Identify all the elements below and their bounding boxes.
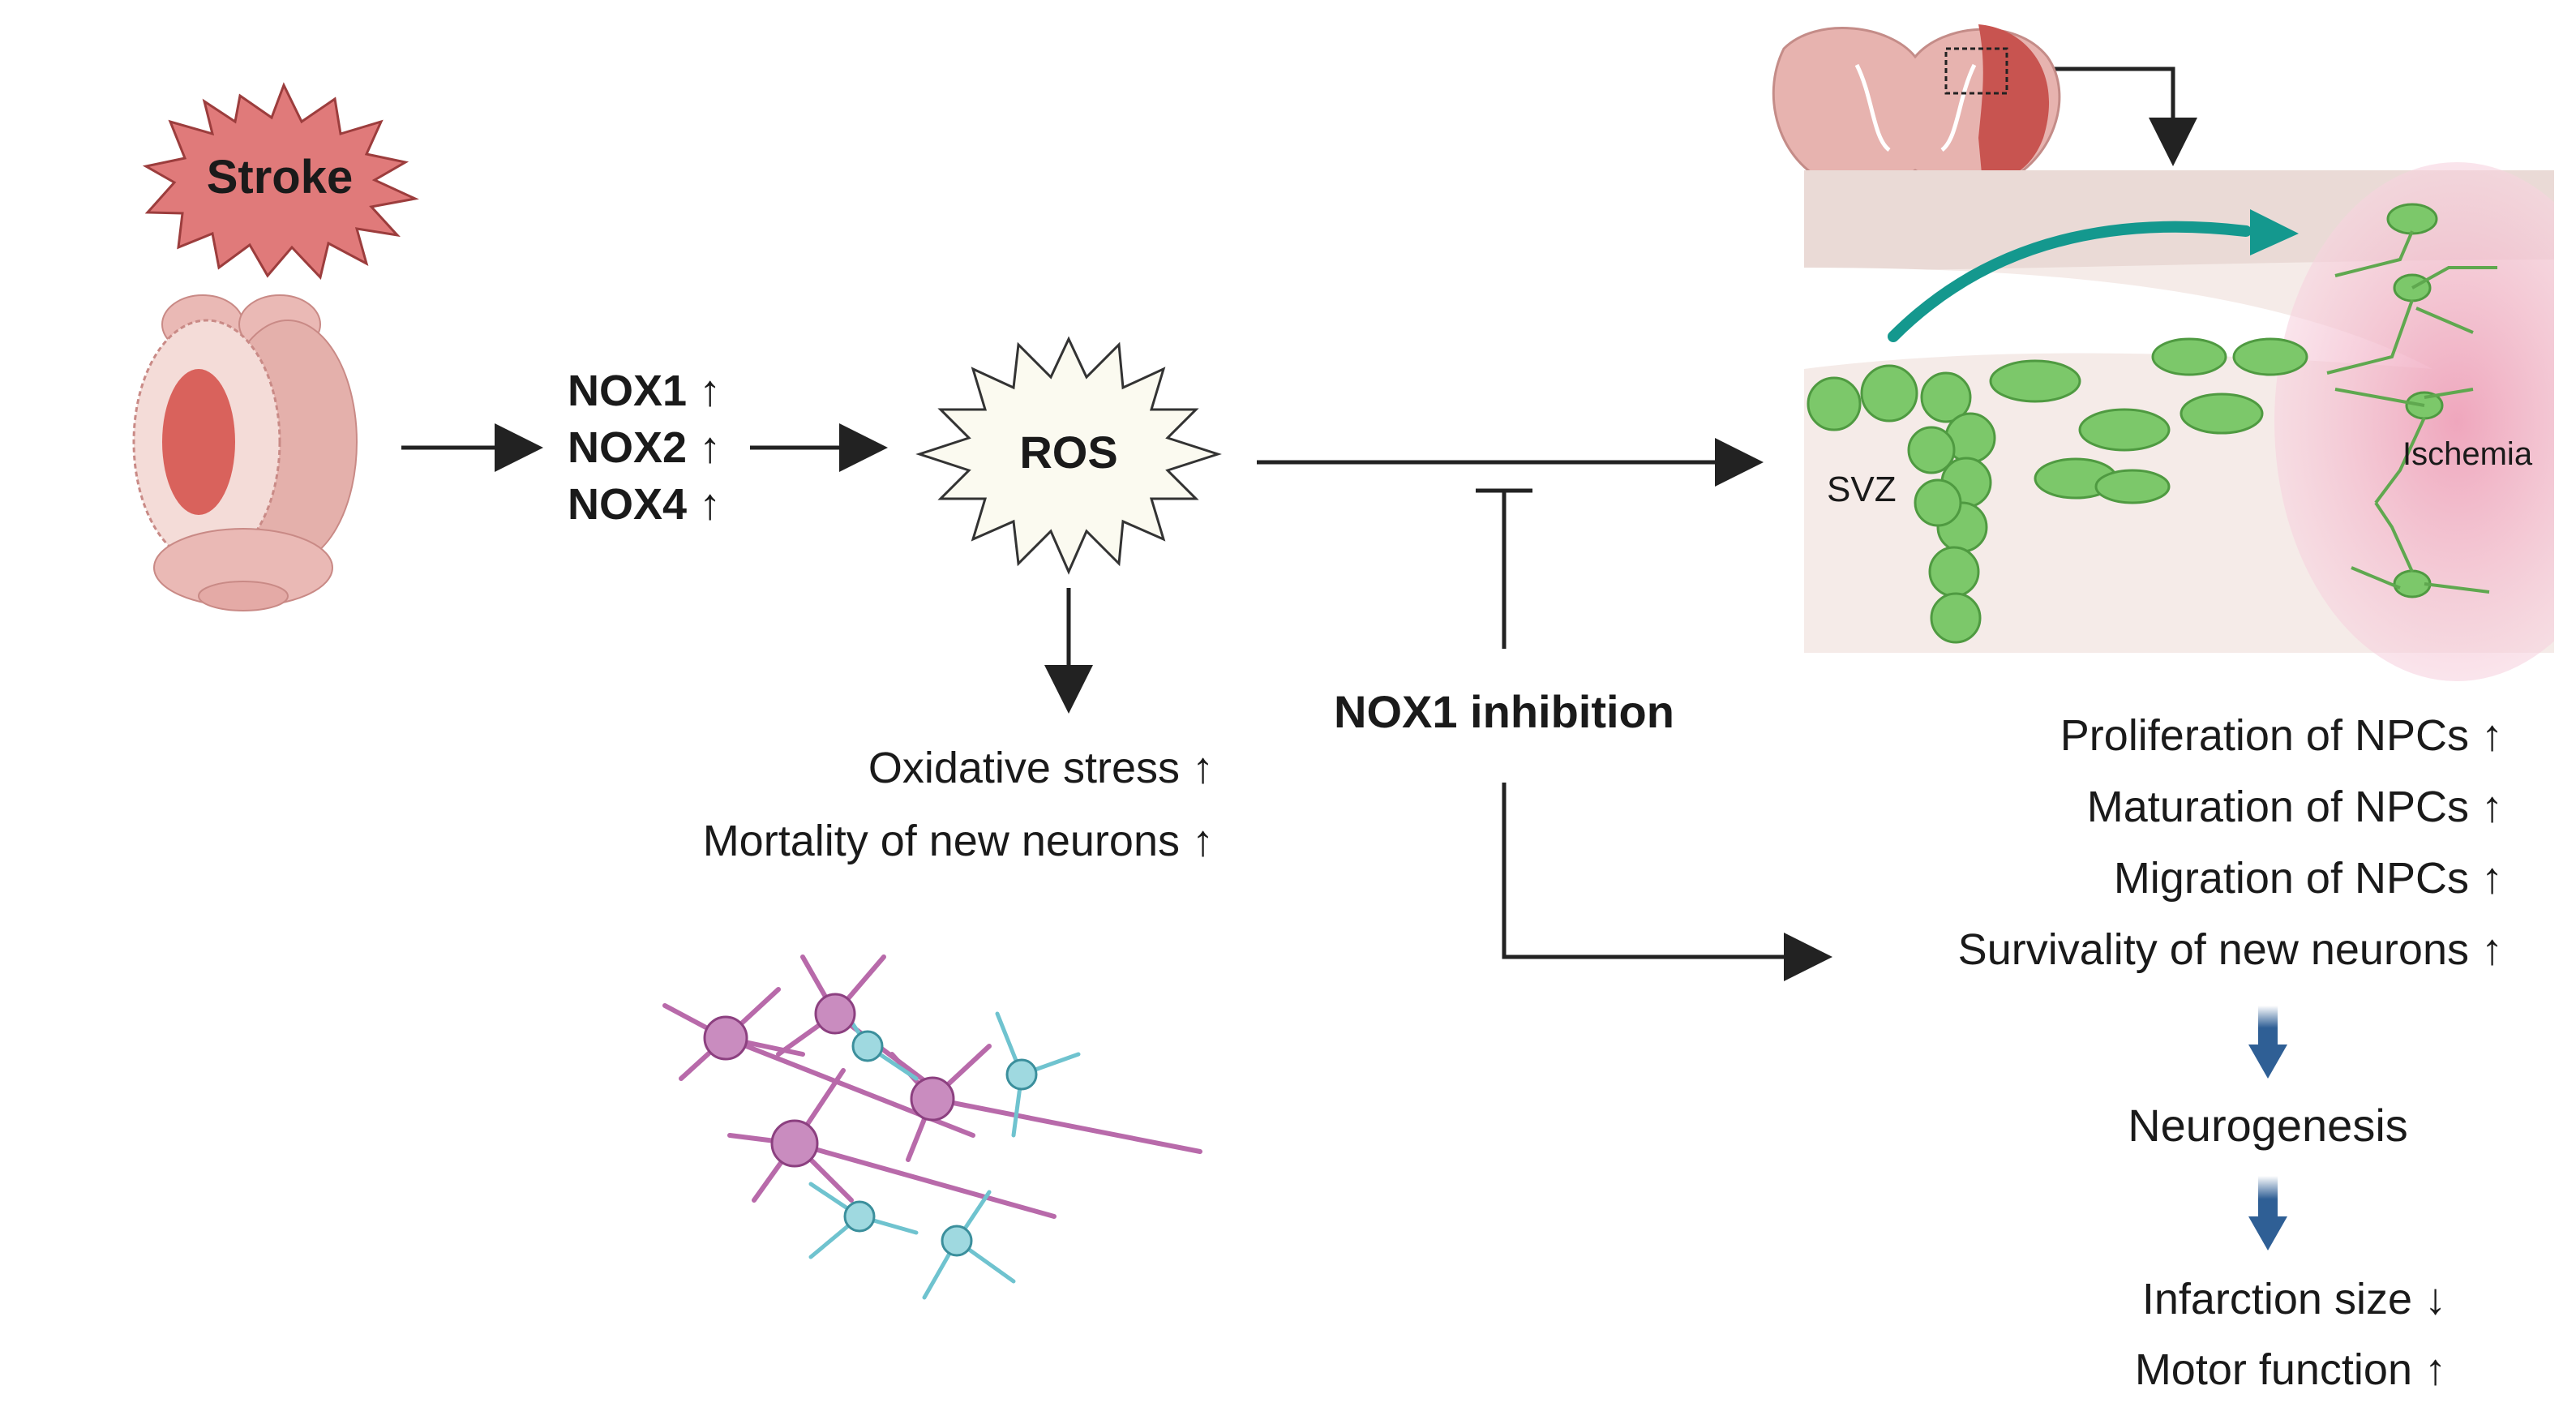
nox4-label: NOX4 xyxy=(568,483,721,526)
neuron-cluster-icon xyxy=(662,954,1202,1300)
nox2-label: NOX2 xyxy=(568,426,721,470)
coronal-brain-icon xyxy=(1772,24,2061,191)
blue-arrow-1 xyxy=(2248,1006,2287,1079)
flow-arrows xyxy=(401,66,2197,981)
stroke-burst xyxy=(142,82,419,281)
oxidative-stress-label: Oxidative stress xyxy=(868,746,1214,790)
svz-label: SVZ xyxy=(1827,470,1897,509)
nox1-inhibition-label: NOX1 inhibition xyxy=(1334,686,1674,737)
outcome-proliferation: Proliferation of NPCs xyxy=(2060,714,2503,757)
ros-burst xyxy=(915,336,1222,575)
motor-function-label: Motor function xyxy=(2135,1348,2446,1392)
outcome-maturation: Maturation of NPCs xyxy=(2087,785,2503,829)
infarction-size-label: Infarction size xyxy=(2142,1277,2446,1321)
nox1-label: NOX1 xyxy=(568,369,721,413)
stroke-label: Stroke xyxy=(206,151,354,204)
outcome-survivality: Survivality of new neurons xyxy=(1958,928,2503,972)
blue-arrow-2 xyxy=(2248,1176,2287,1250)
ros-label: ROS xyxy=(1019,427,1118,478)
neurogenesis-label: Neurogenesis xyxy=(2128,1100,2408,1151)
mortality-label: Mortality of new neurons xyxy=(703,819,1214,863)
svz-migration-panel xyxy=(1804,162,2576,681)
ischemia-label: Ischemia xyxy=(2402,436,2533,472)
outcome-migration: Migration of NPCs xyxy=(2114,856,2503,900)
mouse-brain-icon xyxy=(132,294,358,611)
